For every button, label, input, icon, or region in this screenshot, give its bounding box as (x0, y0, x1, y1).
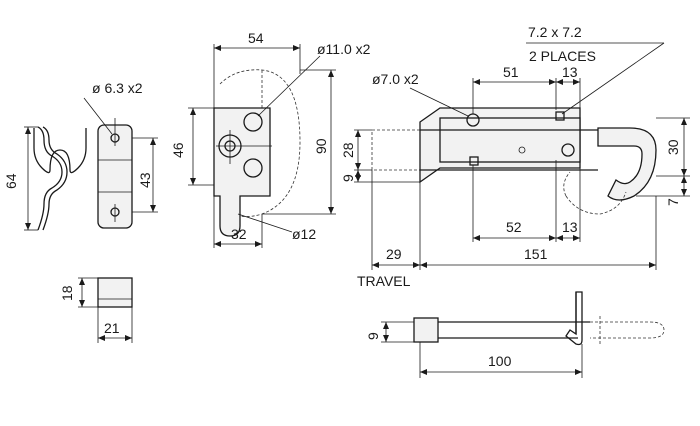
dim-13-bottom: 13 (562, 219, 578, 235)
label-places: 2 PLACES (529, 48, 596, 64)
dim-52: 52 (506, 219, 522, 235)
label-travel: TRAVEL (357, 273, 411, 289)
latch-side-view: 9 100 (365, 291, 665, 378)
dim-29: 29 (386, 246, 402, 262)
label-dia-12: ø12 (292, 226, 316, 242)
dim-30: 30 (665, 139, 681, 155)
label-hole-6-3: ø 6.3 x2 (92, 80, 143, 96)
dim-7: 7 (665, 198, 681, 206)
keeper-view: 54 46 90 ø11.0 x2 32 ø12 (170, 30, 371, 248)
dim-51: 51 (503, 64, 519, 80)
dim-13-top: 13 (562, 64, 578, 80)
dim-18: 18 (59, 285, 75, 301)
dim-64: 64 (3, 173, 19, 189)
label-square-hole: 7.2 x 7.2 (528, 24, 582, 40)
strap-side-view: 64 (3, 126, 87, 231)
strap-front-view: ø 6.3 x2 43 (83, 80, 158, 229)
dim-100: 100 (488, 353, 512, 369)
small-block-view: 18 21 (59, 277, 133, 343)
dim-90: 90 (313, 138, 329, 154)
dim-54: 54 (248, 30, 264, 46)
dim-32: 32 (231, 226, 247, 242)
dim-9-side: 9 (365, 332, 381, 340)
dim-151: 151 (524, 246, 548, 262)
label-hole-11: ø11.0 x2 (317, 41, 371, 57)
dim-21: 21 (104, 320, 120, 336)
latch-top-view: 7.2 x 7.2 2 PLACES ø7.0 x2 51 13 28 9 30… (340, 24, 690, 289)
dim-46: 46 (170, 142, 186, 158)
dim-9-left: 9 (340, 174, 356, 182)
dim-43: 43 (137, 172, 153, 188)
dim-28: 28 (340, 142, 356, 158)
label-hole-7: ø7.0 x2 (372, 71, 419, 87)
